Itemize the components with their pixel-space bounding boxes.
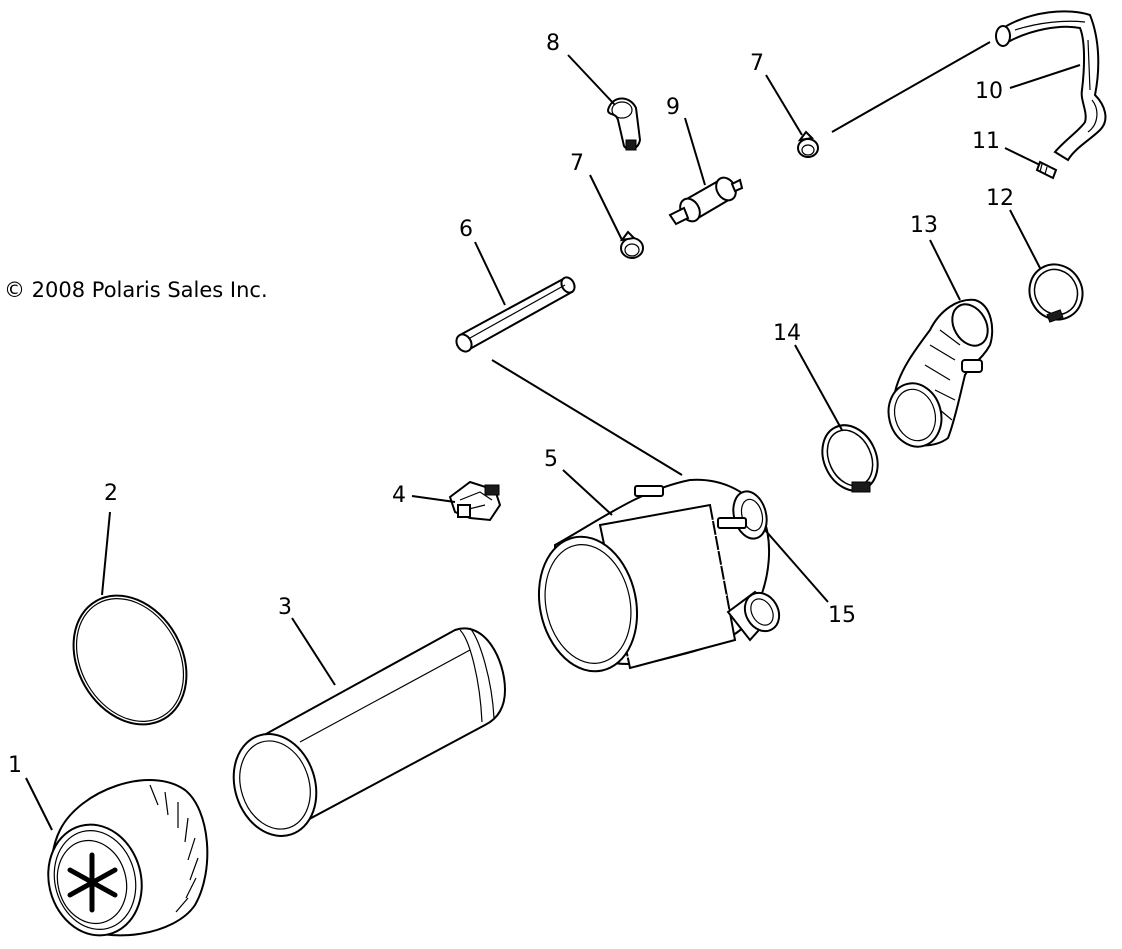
callout-14: 14 — [773, 321, 801, 346]
callout-9: 9 — [666, 95, 680, 120]
part-7-clamp-lower — [619, 230, 644, 259]
callout-5: 5 — [544, 447, 558, 472]
callout-15: 15 — [828, 603, 856, 628]
callout-13: 13 — [910, 213, 938, 238]
callout-4: 4 — [392, 483, 406, 508]
callout-7-upper: 7 — [750, 51, 764, 76]
part-3-filter-element — [232, 627, 507, 837]
callout-10: 10 — [975, 79, 1003, 104]
part-7-clamp-upper — [797, 130, 819, 158]
part-13-intake-duct — [887, 298, 994, 448]
part-5-filter-housing — [537, 478, 781, 673]
part-8-clip — [606, 97, 642, 151]
callout-2: 2 — [104, 481, 118, 506]
callout-11: 11 — [972, 129, 1000, 154]
callout-1: 1 — [8, 753, 22, 778]
callout-leaders — [25, 54, 1081, 831]
callout-12: 12 — [986, 186, 1014, 211]
part-11-fitting — [1035, 160, 1058, 180]
part-1-end-cover — [47, 779, 209, 937]
leader-line-6-to-5 — [491, 359, 683, 476]
part-9-fitting — [668, 176, 744, 226]
callout-3: 3 — [278, 595, 292, 620]
part-10-hose — [995, 10, 1107, 162]
callout-labels: 1 2 3 4 5 6 7 7 8 9 10 11 12 13 14 15 — [8, 31, 1014, 778]
leader-line-10-to-7 — [831, 41, 991, 133]
part-4-bracket — [448, 480, 502, 522]
callout-8: 8 — [546, 31, 560, 56]
part-12-clamp — [1028, 263, 1084, 323]
part-14-clamp — [821, 424, 879, 493]
part-6-tube — [455, 276, 576, 353]
copyright-notice: © 2008 Polaris Sales Inc. — [4, 278, 268, 302]
part-2-gasket — [72, 594, 188, 726]
callout-7-lower: 7 — [570, 151, 584, 176]
callout-6: 6 — [459, 217, 473, 242]
